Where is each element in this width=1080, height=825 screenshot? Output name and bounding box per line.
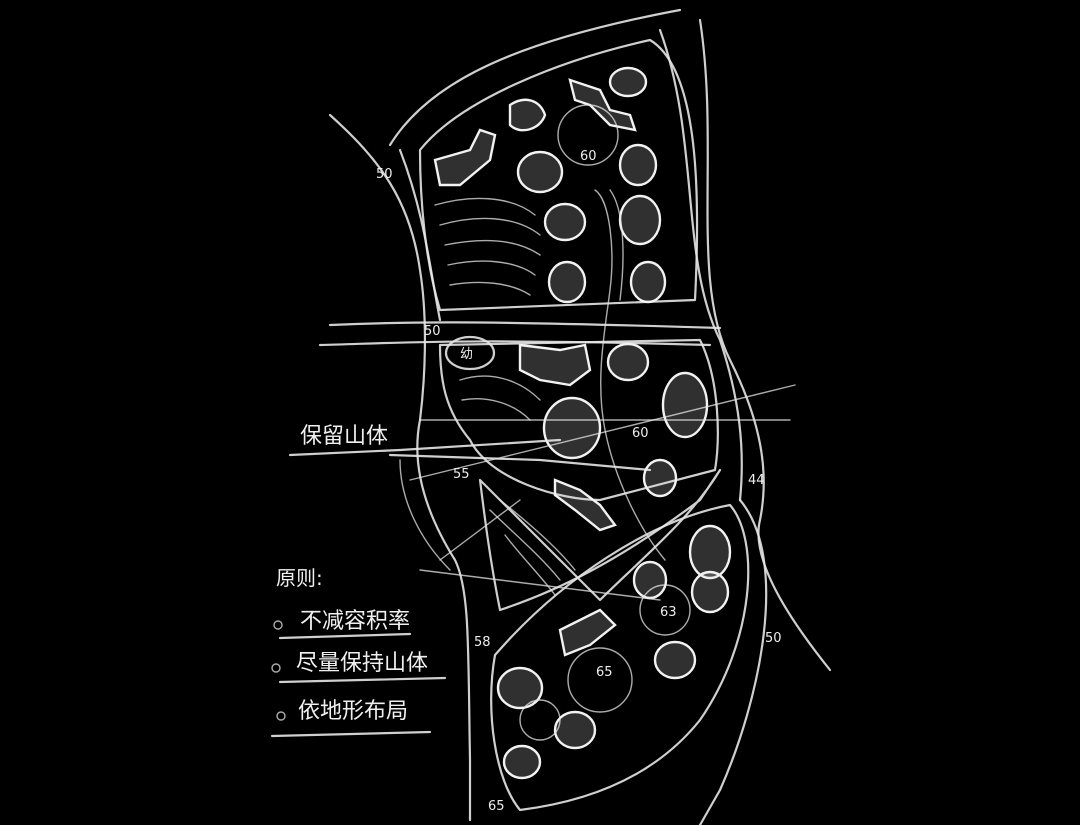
elevation-label: 50	[424, 324, 441, 339]
preserve-label: 保留山体	[300, 424, 388, 449]
block-outlines	[418, 38, 750, 812]
elevation-label: 50	[376, 167, 393, 182]
building-masses	[433, 66, 732, 780]
elevation-label: 65	[488, 799, 505, 814]
principle-item: 依地形布局	[298, 699, 408, 724]
elevation-label: 60	[580, 149, 597, 164]
principle-item: 尽量保持山体	[296, 651, 428, 676]
principle-item: 不减容积率	[300, 609, 410, 634]
elevation-labels: 50 50 60 60 55 44 50 63 58 65 65	[376, 149, 782, 814]
principles-heading: 原则:	[276, 566, 323, 590]
terrace-housing	[434, 197, 576, 596]
elevation-label: 63	[660, 605, 677, 620]
elevation-label: 55	[453, 467, 470, 482]
preserve-annotation: 保留山体	[288, 424, 562, 457]
construction-lines	[409, 384, 796, 601]
kindergarten-mark: 幼	[460, 347, 473, 362]
principles-notes: 原则: 不减容积率 尽量保持山体 依地形布局	[270, 566, 447, 738]
central-spine	[519, 104, 691, 741]
elevation-label: 44	[748, 473, 765, 488]
elevation-label: 65	[596, 665, 613, 680]
elevation-label: 50	[765, 631, 782, 646]
elevation-label: 58	[474, 635, 491, 650]
elevation-label: 60	[632, 426, 649, 441]
